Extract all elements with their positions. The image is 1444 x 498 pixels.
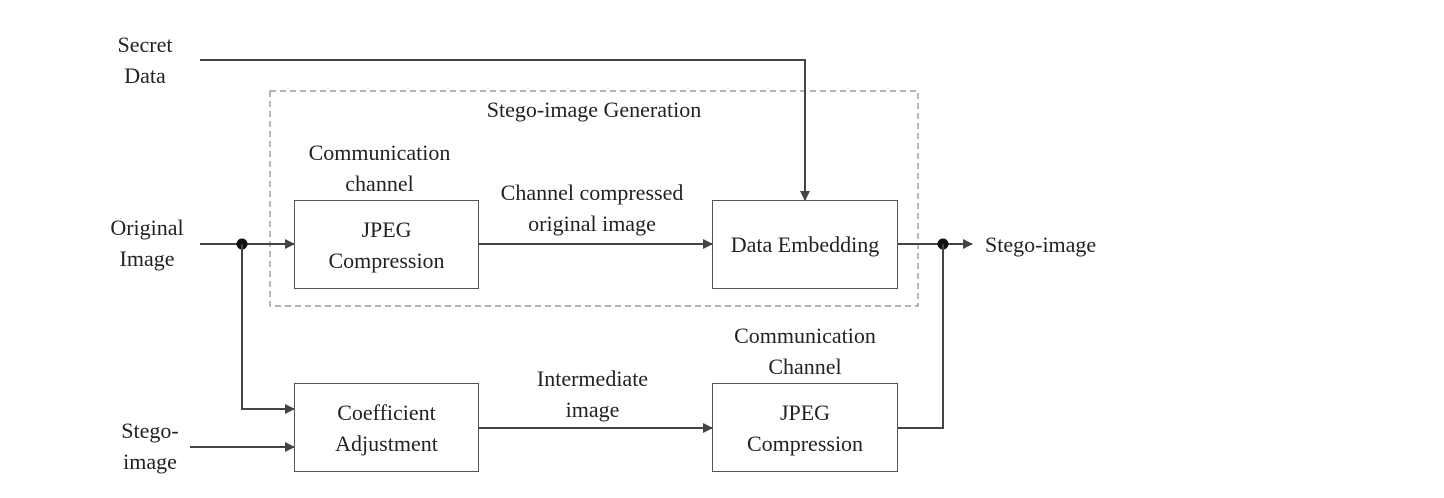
secret-data-label: Secret Data: [95, 29, 195, 91]
data-embedding-line-1: Data Embedding: [730, 232, 880, 257]
jpeg-compression-block-bottom: JPEG Compression: [712, 383, 898, 472]
stego-image-output-label: Stego-image: [985, 232, 1097, 257]
intermediate-image-line-1: Intermediate: [536, 366, 649, 391]
stego-generation-group-border: [269, 90, 919, 307]
original-branch-arrow: [241, 244, 295, 414]
jpeg-top-line-1: JPEG: [361, 216, 412, 242]
channel-compressed-label: Channel compressed original image: [476, 177, 708, 239]
channel-compressed-line-2: original image: [528, 211, 656, 236]
stego-generation-title: Stego-image Generation: [486, 97, 702, 122]
original-image-line-2: Image: [119, 246, 175, 271]
stego-image-input-label: Stego- image: [100, 415, 200, 477]
jpeg-compression-block-top: JPEG Compression: [294, 200, 479, 289]
coefficient-adjustment-line-1: Coefficient: [337, 399, 436, 425]
secret-data-line-2: Data: [124, 63, 166, 88]
stego-image-input-line-1: Stego-: [121, 418, 179, 443]
stego-image-input-line-2: image: [123, 449, 177, 474]
jpeg-bottom-line-1: JPEG: [779, 399, 831, 425]
channel-compressed-line-1: Channel compressed: [500, 180, 684, 205]
communication-channel-bottom-line-2: Channel: [768, 354, 842, 379]
communication-channel-top-label: Communication channel: [287, 137, 472, 199]
jpeg-bottom-line-2: Compression: [746, 430, 864, 456]
intermediate-image-line-2: image: [565, 397, 620, 422]
coefficient-adjustment-block: Coefficient Adjustment: [294, 383, 479, 472]
coefficient-adjustment-line-2: Adjustment: [335, 430, 438, 456]
communication-channel-top-line-1: Communication: [308, 140, 451, 165]
communication-channel-bottom-line-1: Communication: [734, 323, 876, 348]
original-image-label: Original Image: [92, 212, 202, 274]
intermediate-image-label: Intermediate image: [495, 363, 690, 425]
data-embedding-block: Data Embedding: [712, 200, 898, 289]
secret-data-arrow: [200, 59, 810, 201]
original-image-line-1: Original: [110, 215, 184, 240]
secret-data-line-1: Secret: [117, 32, 173, 57]
jpeg-bottom-to-output-line: [897, 244, 944, 429]
communication-channel-bottom-label: Communication Channel: [712, 320, 898, 382]
communication-channel-top-line-2: channel: [345, 171, 414, 196]
jpeg-top-line-2: Compression: [328, 247, 445, 273]
